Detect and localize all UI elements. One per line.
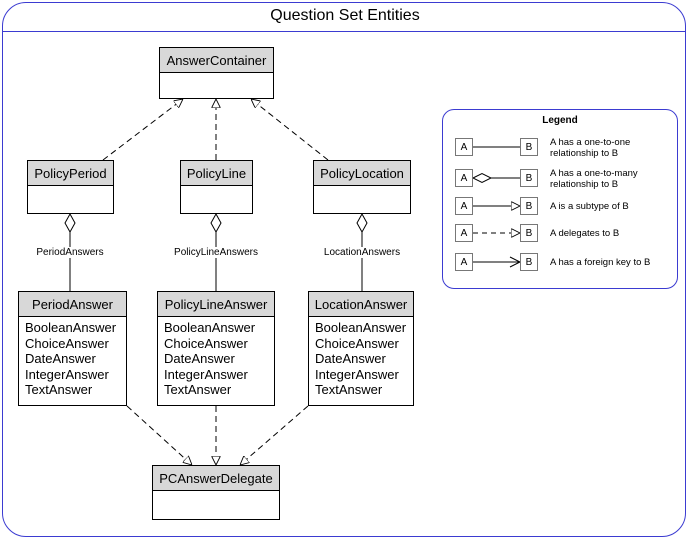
class-name: AnswerContainer	[160, 48, 273, 73]
class-policy-line: PolicyLine	[180, 160, 253, 214]
legend-title: Legend	[542, 115, 578, 126]
edge-policylocation-answercontainer	[251, 99, 329, 161]
edge-label-period-answers: PeriodAnswers	[35, 247, 105, 258]
legend-box-b: B	[520, 169, 538, 187]
field: DateAnswer	[315, 351, 386, 366]
class-fields: BooleanAnswer ChoiceAnswer DateAnswer In…	[158, 317, 274, 401]
diamond-policylocation	[356, 212, 368, 234]
legend-text-foreign-key: A has a foreign key to B	[550, 257, 651, 268]
field: DateAnswer	[164, 351, 235, 366]
diagram-title: Question Set Entities	[270, 7, 420, 24]
diamond-policyline	[210, 212, 222, 234]
legend-text-one-to-many: A has a one-to-many relationship to B	[550, 168, 638, 190]
class-answer-container: AnswerContainer	[159, 47, 274, 99]
legend-box-b: B	[520, 253, 538, 271]
field: TextAnswer	[164, 382, 232, 397]
legend-box-b: B	[520, 138, 538, 156]
legend-panel: Legend	[442, 109, 678, 289]
class-fields: BooleanAnswer ChoiceAnswer DateAnswer In…	[19, 317, 126, 401]
legend-box-a: A	[455, 197, 473, 215]
legend-box-b: B	[520, 197, 538, 215]
field: ChoiceAnswer	[164, 335, 248, 351]
field: TextAnswer	[25, 382, 93, 397]
class-policy-location: PolicyLocation	[313, 160, 411, 214]
field: BooleanAnswer	[164, 320, 256, 335]
legend-box-a: A	[455, 224, 473, 242]
diamond-policyperiod	[64, 212, 76, 234]
class-name: PolicyPeriod	[28, 161, 113, 186]
class-name: LocationAnswer	[309, 292, 413, 317]
legend-text-line: A has a one-to-one	[550, 137, 631, 148]
legend-box-a: A	[455, 138, 473, 156]
field: IntegerAnswer	[25, 366, 109, 382]
edge-label-location-answers: LocationAnswers	[322, 247, 402, 258]
field: ChoiceAnswer	[315, 335, 399, 351]
class-pc-answer-delegate: PCAnswerDelegate	[152, 465, 280, 520]
class-name: PolicyLocation	[314, 161, 410, 186]
legend-text-line: A has a one-to-many	[550, 168, 638, 179]
legend-text-subtype: A is a subtype of B	[550, 201, 629, 212]
class-period-answer: PeriodAnswer BooleanAnswer ChoiceAnswer …	[18, 291, 127, 406]
class-policy-period: PolicyPeriod	[27, 160, 114, 214]
field: DateAnswer	[25, 351, 96, 366]
title-divider	[2, 31, 686, 32]
legend-text-line: relationship to B	[550, 148, 619, 159]
edge-policyperiod-answercontainer	[102, 99, 183, 161]
legend-text-line: relationship to B	[550, 179, 619, 190]
field: TextAnswer	[315, 382, 383, 397]
class-policy-line-answer: PolicyLineAnswer BooleanAnswer ChoiceAns…	[157, 291, 275, 406]
legend-box-a: A	[455, 169, 473, 187]
legend-text-delegates: A delegates to B	[550, 228, 620, 239]
field: BooleanAnswer	[315, 320, 407, 335]
class-name: PolicyLine	[181, 161, 252, 186]
edge-locationanswer-pcanswerdelegate	[240, 405, 309, 465]
legend-box-b: B	[520, 224, 538, 242]
field: IntegerAnswer	[164, 366, 248, 382]
field: ChoiceAnswer	[25, 335, 109, 351]
class-fields: BooleanAnswer ChoiceAnswer DateAnswer In…	[309, 317, 413, 401]
field: BooleanAnswer	[25, 320, 117, 335]
legend-box-a: A	[455, 253, 473, 271]
class-location-answer: LocationAnswer BooleanAnswer ChoiceAnswe…	[308, 291, 414, 406]
field: IntegerAnswer	[315, 366, 399, 382]
class-name: PCAnswerDelegate	[153, 466, 279, 491]
class-name: PeriodAnswer	[19, 292, 126, 317]
edge-periodanswer-pcanswerdelegate	[126, 405, 192, 465]
legend-symbol-one-to-many-diamond	[471, 172, 493, 184]
edge-label-policy-line-answers: PolicyLineAnswers	[173, 247, 259, 258]
legend-text-one-to-one: A has a one-to-one relationship to B	[550, 137, 630, 159]
class-name: PolicyLineAnswer	[158, 292, 274, 317]
